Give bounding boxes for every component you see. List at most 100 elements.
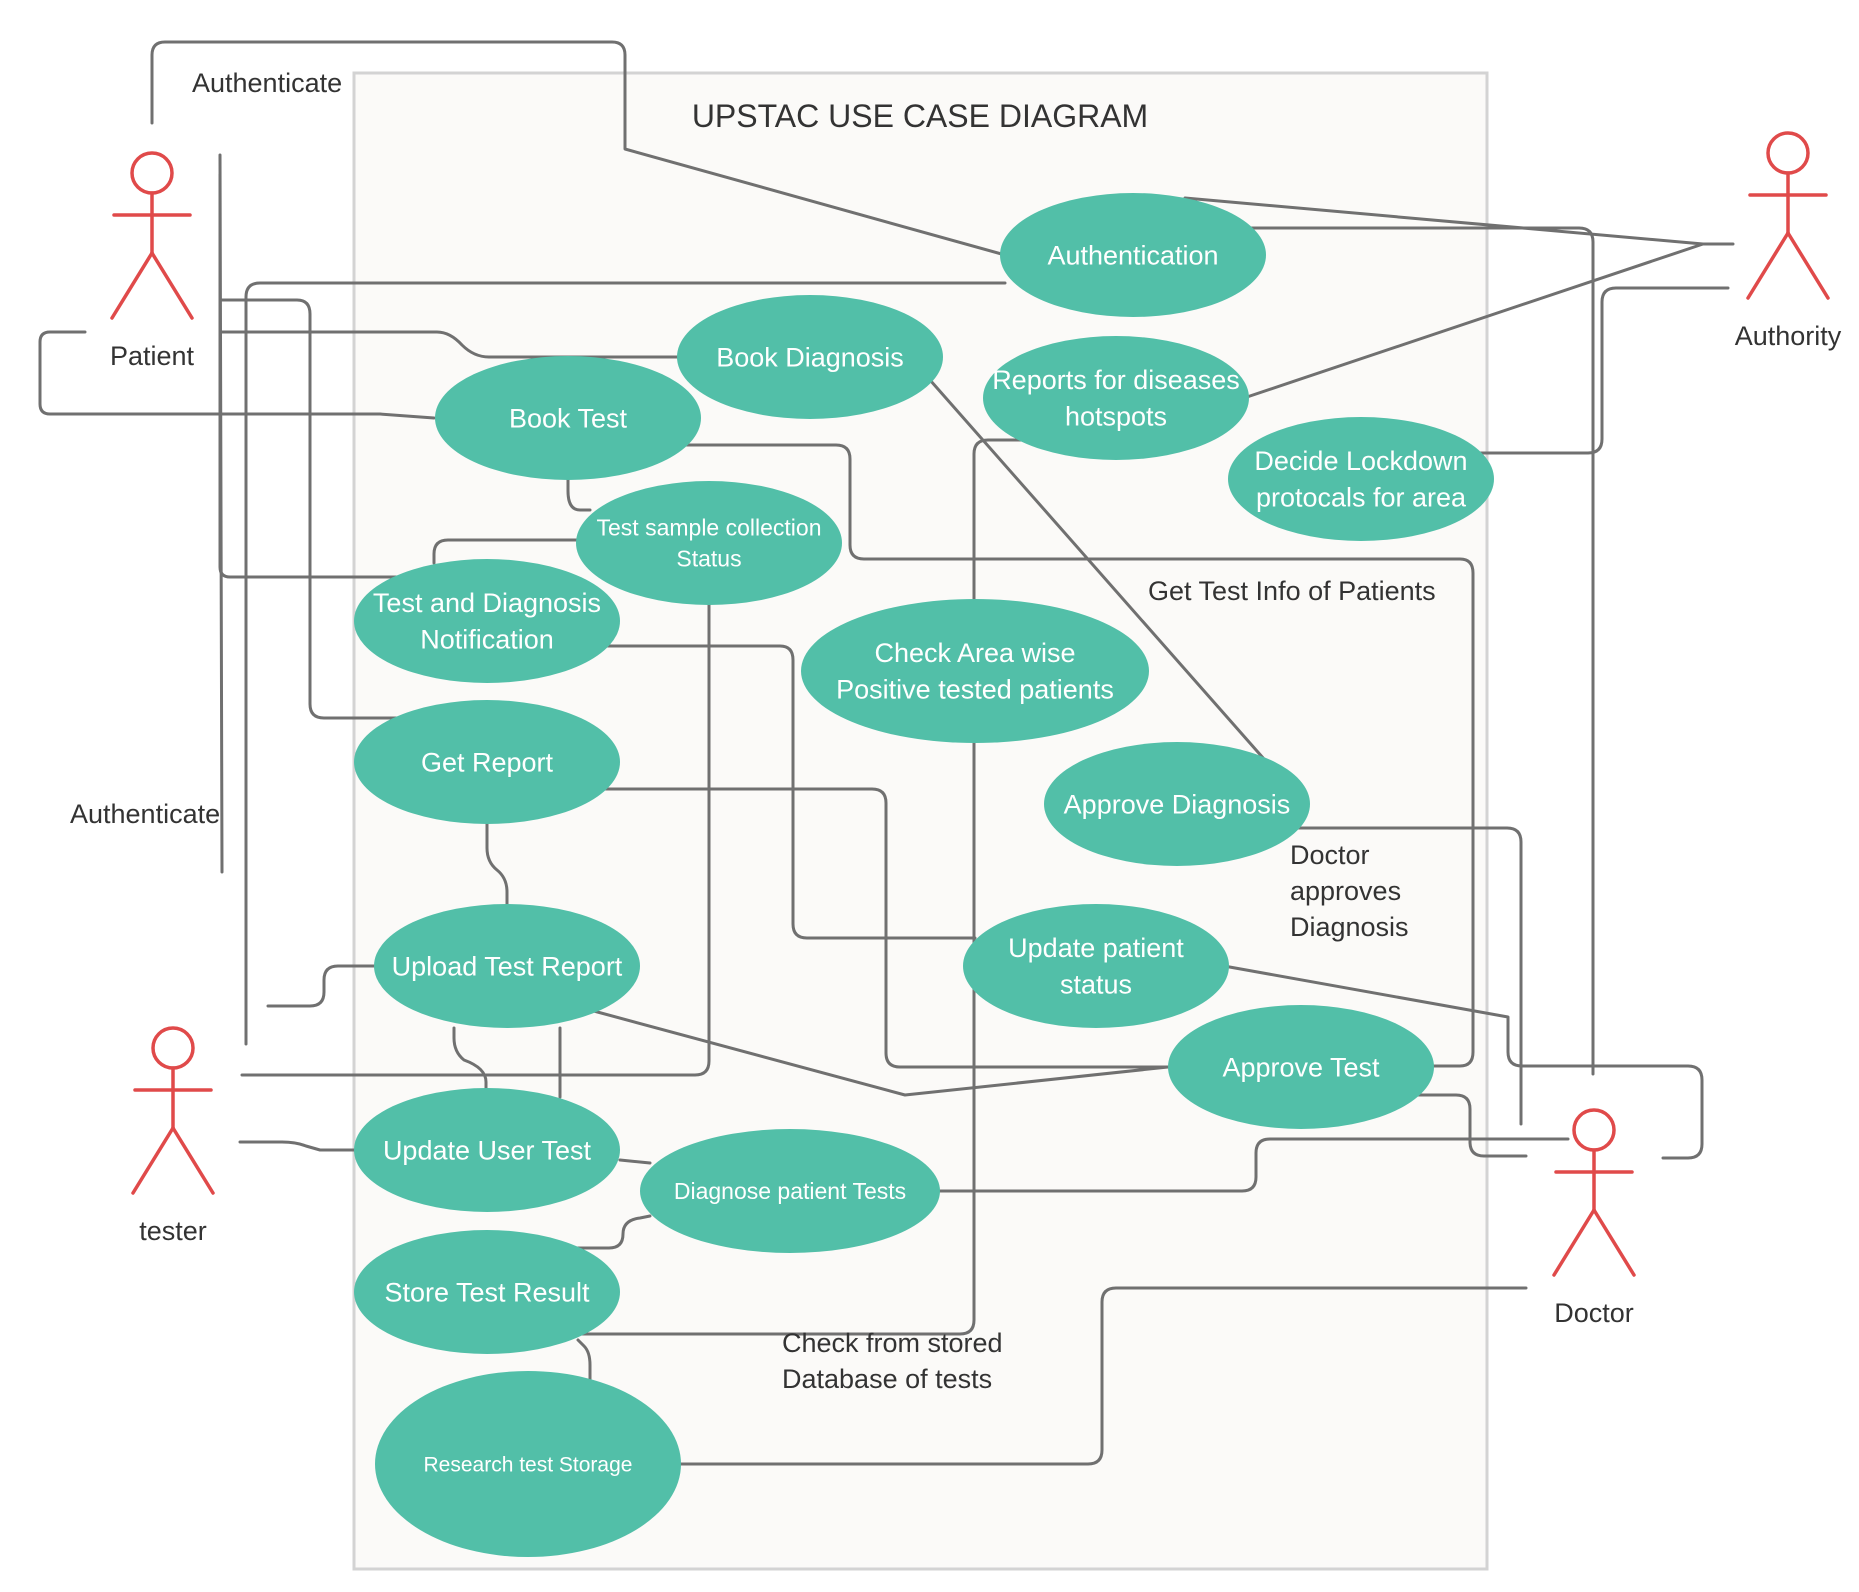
usecase-ellipse[interactable]	[677, 295, 943, 419]
stick-figure-icon	[110, 151, 194, 320]
usecase-label: Test and Diagnosis	[373, 588, 601, 618]
usecase-label: Reports for diseases	[992, 365, 1240, 395]
connector-line	[972, 438, 1028, 602]
connector-line	[588, 1008, 1170, 1097]
annotation-check-from-stored: Check from stored	[782, 1328, 1003, 1358]
connector-line	[218, 330, 682, 359]
usecase-ellipse[interactable]	[354, 1088, 620, 1212]
connector-line	[244, 281, 1007, 1046]
connector-line	[1290, 826, 1523, 1126]
usecase-store-test-result[interactable]: Store Test Result	[354, 1230, 620, 1354]
usecase-label: Get Report	[421, 747, 554, 777]
stick-figure-icon	[1746, 131, 1830, 300]
stick-figure-icon	[131, 1026, 215, 1195]
usecase-label: Decide Lockdown	[1254, 446, 1467, 476]
actor-label: Authority	[1735, 321, 1842, 351]
diagram-title: UPSTAC USE CASE DIAGRAM	[692, 98, 1148, 134]
connector-line	[566, 478, 592, 512]
usecase-label: Check Area wise	[874, 638, 1075, 668]
usecase-ellipse[interactable]	[1044, 742, 1310, 866]
usecase-label: Test sample collection	[597, 515, 822, 541]
connector-line	[485, 822, 509, 907]
actor-authority: Authority	[1735, 131, 1842, 351]
usecase-approve-test[interactable]: Approve Test	[1168, 1005, 1434, 1129]
connector-lines	[38, 40, 1735, 1466]
connector-line	[1242, 242, 1705, 400]
connector-line	[576, 1338, 592, 1384]
usecase-label: Positive tested patients	[836, 675, 1114, 705]
usecase-ellipse[interactable]	[1168, 1005, 1434, 1129]
annotation-doctor-approves: Diagnosis	[1290, 912, 1409, 942]
usecase-label: Store Test Result	[384, 1277, 590, 1307]
usecase-ellipse[interactable]	[801, 599, 1149, 743]
usecase-approve-diagnosis[interactable]: Approve Diagnosis	[1044, 742, 1310, 866]
usecase-ellipse[interactable]	[354, 559, 620, 683]
connector-line	[238, 1140, 356, 1152]
usecase-book-diagnosis[interactable]: Book Diagnosis	[677, 295, 943, 419]
usecase-ellipse[interactable]	[435, 356, 701, 480]
usecase-ellipse[interactable]	[963, 904, 1229, 1028]
usecase-ellipse[interactable]	[576, 481, 842, 605]
usecase-update-user-test[interactable]: Update User Test	[354, 1088, 620, 1212]
connector-line	[150, 40, 1007, 257]
usecase-authentication[interactable]: Authentication	[1000, 193, 1266, 317]
annotation-doctor-approves: Doctor	[1290, 840, 1370, 870]
usecase-label: Notification	[420, 625, 554, 655]
usecase-ellipse[interactable]	[374, 904, 640, 1028]
connector-line	[218, 298, 402, 720]
usecase-ellipse[interactable]	[1000, 193, 1266, 317]
annotation-authenticate-left: Authenticate	[70, 799, 220, 829]
actor-label: Patient	[110, 341, 195, 371]
usecase-label: Update User Test	[383, 1135, 592, 1165]
connector-line	[598, 644, 977, 940]
connector-line	[1408, 1093, 1528, 1158]
usecase-ellipse[interactable]	[640, 1129, 940, 1253]
actor-label: Doctor	[1554, 1298, 1634, 1328]
annotation-get-test-info: Get Test Info of Patients	[1148, 576, 1436, 606]
connector-line	[452, 1026, 488, 1092]
connector-line	[618, 1158, 652, 1165]
connector-line	[679, 1286, 1528, 1466]
usecase-book-test[interactable]: Book Test	[435, 356, 701, 480]
usecase-label: Research test Storage	[424, 1453, 633, 1476]
usecase-label: status	[1060, 970, 1132, 1000]
usecase-label: Diagnose patient Tests	[674, 1178, 906, 1204]
connector-line	[218, 173, 402, 579]
usecase-label: protocals for area	[1256, 483, 1467, 513]
usecase-research-test-storage[interactable]: Research test Storage	[375, 1371, 681, 1557]
usecase-update-patient-status[interactable]: Update patient status	[963, 904, 1229, 1028]
usecase-upload-test-report[interactable]: Upload Test Report	[374, 904, 640, 1028]
usecase-label: Status	[676, 546, 741, 572]
usecase-label: Book Test	[509, 403, 628, 433]
usecase-label: Book Diagnosis	[716, 342, 904, 372]
annotation-check-from-stored: Database of tests	[782, 1364, 992, 1394]
usecase-ellipse[interactable]	[1228, 417, 1494, 541]
connector-line	[938, 1137, 1570, 1193]
usecase-ellipse[interactable]	[983, 336, 1249, 460]
usecase-decide-lockdown[interactable]: Decide Lockdown protocals for area	[1228, 417, 1494, 541]
usecase-get-report[interactable]: Get Report	[354, 700, 620, 824]
connector-line	[1211, 226, 1595, 1076]
connector-line	[572, 1214, 652, 1250]
usecase-ellipse[interactable]	[354, 700, 620, 824]
usecase-ellipse[interactable]	[375, 1371, 681, 1557]
connector-line	[1222, 964, 1704, 1160]
usecase-label: Update patient	[1008, 933, 1184, 963]
usecase-diagnose-patient-tests[interactable]: Diagnose patient Tests	[640, 1129, 940, 1253]
usecase-ellipse[interactable]	[354, 1230, 620, 1354]
connector-line	[266, 964, 376, 1008]
annotation-doctor-approves: approves	[1290, 876, 1401, 906]
actor-doctor: Doctor	[1552, 1108, 1636, 1328]
actor-label: tester	[139, 1216, 207, 1246]
connector-line	[432, 538, 582, 565]
usecase-label: Upload Test Report	[392, 951, 623, 981]
connector-line	[578, 741, 976, 1336]
